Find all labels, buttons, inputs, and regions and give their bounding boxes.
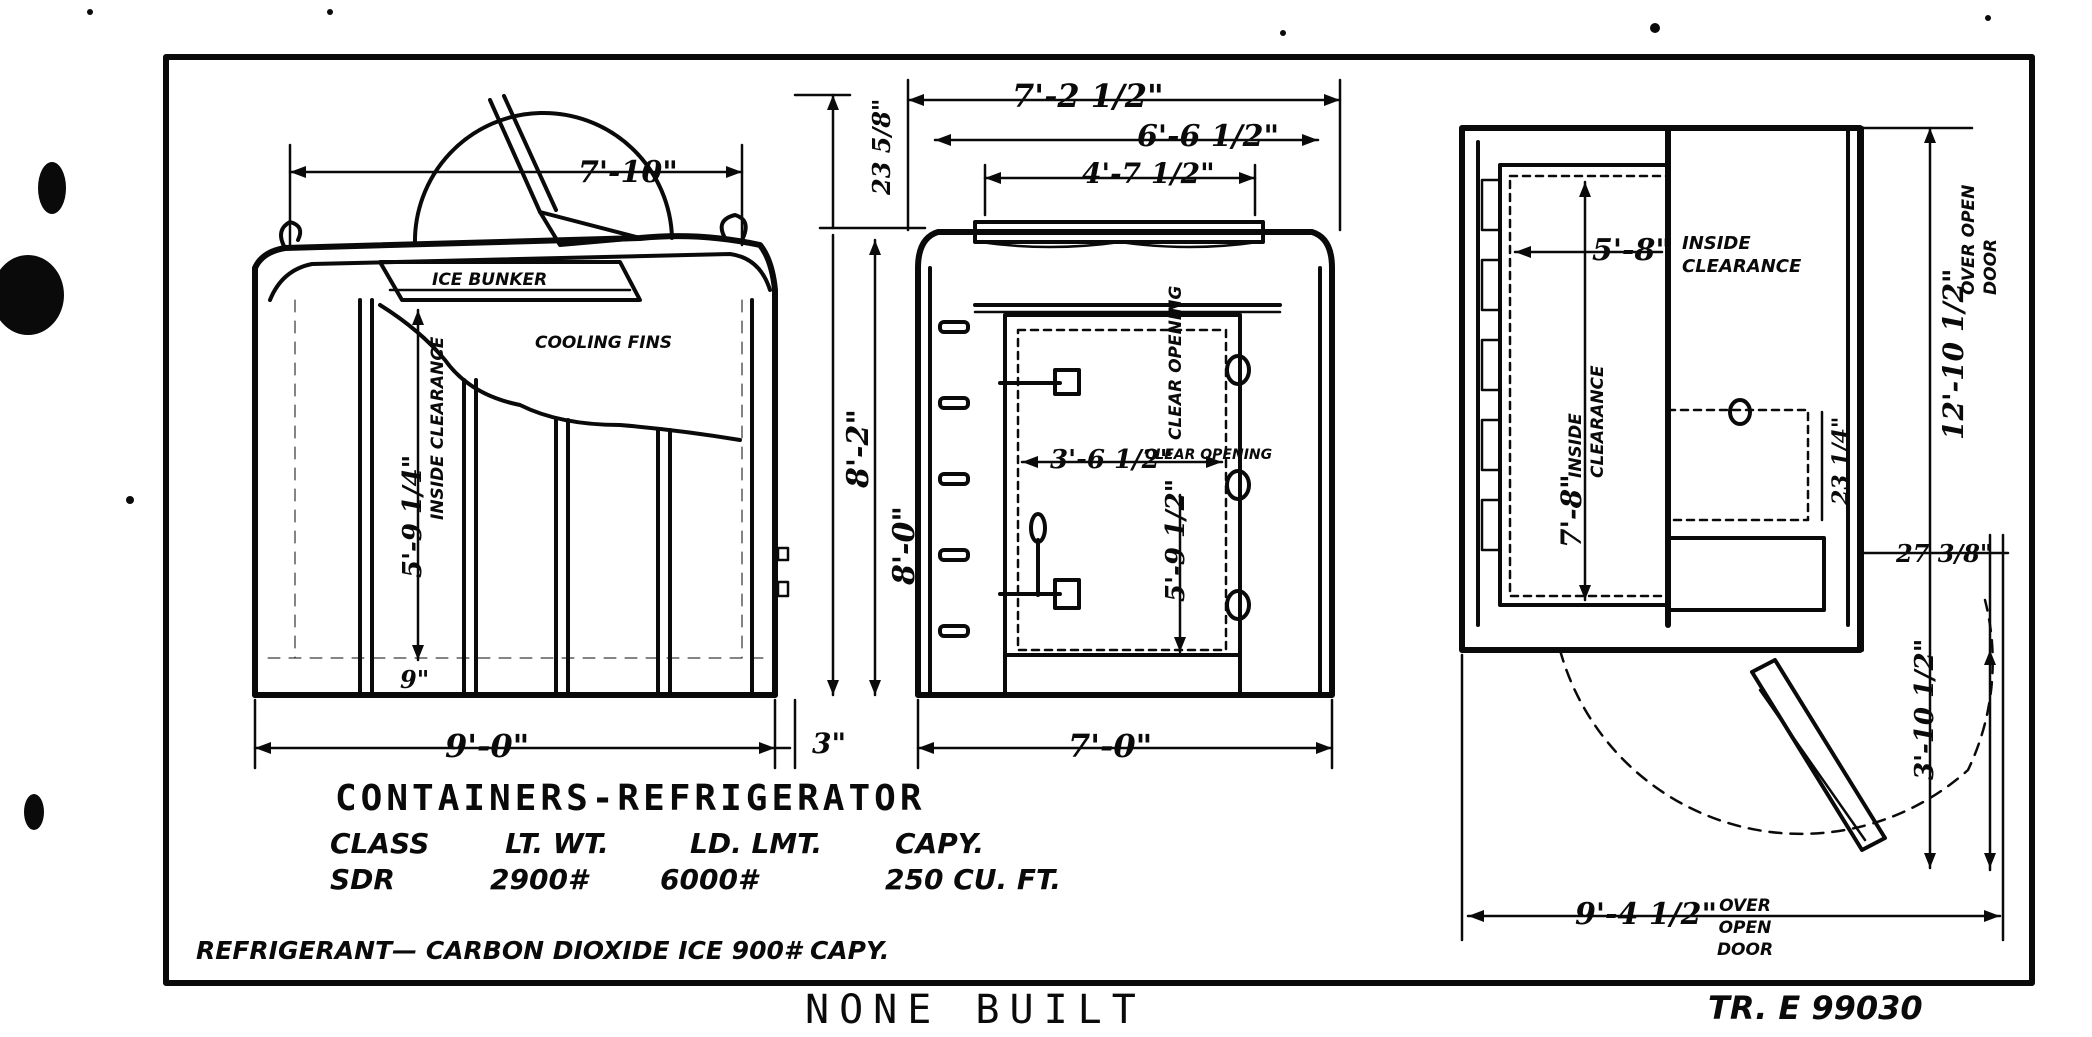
paper-specks: [0, 9, 1991, 830]
dim-plan-inside-width: 5'-8": [1592, 233, 1672, 268]
footer-drawing-number: TR. E 99030: [1708, 989, 1923, 1027]
dim-plan-door-swing: 3'-10 1/2": [1910, 638, 1940, 780]
spec-header-lt-wt: LT. WT.: [505, 827, 609, 860]
dim-plan-overall: 9'-4 1/2": [1575, 897, 1718, 932]
side-view: [252, 93, 927, 770]
end-clear-opening-vertical: CLEAR OPENING: [1166, 285, 1186, 440]
plan-view: [1459, 125, 2010, 942]
dim-plan-inside-length: 7'-8": [1555, 474, 1588, 548]
spec-value-capy: 250 CU. FT.: [885, 863, 1061, 896]
end-clear-opening-label: CLEAR OPENING: [1145, 447, 1273, 463]
drawing-border: [163, 54, 2035, 986]
dim-end-door-height: 5'-9 1/2": [1161, 478, 1191, 602]
plan-inside-clearance-label: INSIDE CLEARANCE: [1682, 233, 1802, 278]
dim-end-clear-opening-width: 3'-6 1/2": [1050, 445, 1174, 475]
spec-header-class: CLASS: [330, 827, 430, 860]
dim-side-lid-height: 23 5/8": [867, 98, 896, 195]
spec-value-lt-wt: 2900#: [490, 863, 588, 896]
dim-side-inside-clearance: 5'-9 1/4": [398, 454, 428, 578]
refrigerant-note: REFRIGERANT— CARBON DIOXIDE ICE 900# CAP…: [196, 936, 890, 965]
spec-value-ld-lmt: 6000#: [660, 863, 758, 896]
dim-end-hatch-width: 4'-7 1/2": [1082, 157, 1215, 190]
dim-side-base: 9": [400, 665, 430, 694]
plan-over-open-door-bottom: OVER OPEN DOOR: [1716, 896, 1774, 961]
dim-side-overall-height: 8'-2": [841, 408, 876, 488]
dim-side-body-height: 8'-0": [887, 505, 922, 585]
footer-none-built: NONE BUILT: [805, 987, 1146, 1033]
plan-inside-clearance-vertical: INSIDE CLEARANCE: [1566, 365, 1609, 478]
dim-end-base-width: 7'-0": [1068, 727, 1153, 765]
dim-end-overall-width: 7'-2 1/2": [1012, 77, 1164, 115]
dim-side-length: 9'-0": [445, 727, 530, 765]
end-view: [906, 78, 1342, 770]
dim-side-top-width: 7'-10": [578, 155, 678, 190]
dim-plan-23-quarter: 23 1/4": [1828, 416, 1854, 505]
spec-value-class: SDR: [330, 863, 395, 896]
spec-header-capy: CAPY.: [895, 827, 985, 860]
spec-header-ld-lmt: LD. LMT.: [690, 827, 823, 860]
plan-over-open-door-label: OVER OPEN DOOR: [1959, 184, 2002, 295]
cooling-fins-label: COOLING FINS: [535, 333, 673, 353]
dim-plan-27: 27 3/8": [1896, 539, 1993, 568]
drawing-title: CONTAINERS-REFRIGERATOR: [335, 778, 926, 819]
dim-end-top-width: 6'-6 1/2": [1137, 119, 1280, 154]
ice-bunker-label: ICE BUNKER: [432, 270, 548, 290]
dim-side-offset: 3": [812, 727, 847, 760]
side-inside-clearance-label: INSIDE CLEARANCE: [428, 336, 448, 520]
